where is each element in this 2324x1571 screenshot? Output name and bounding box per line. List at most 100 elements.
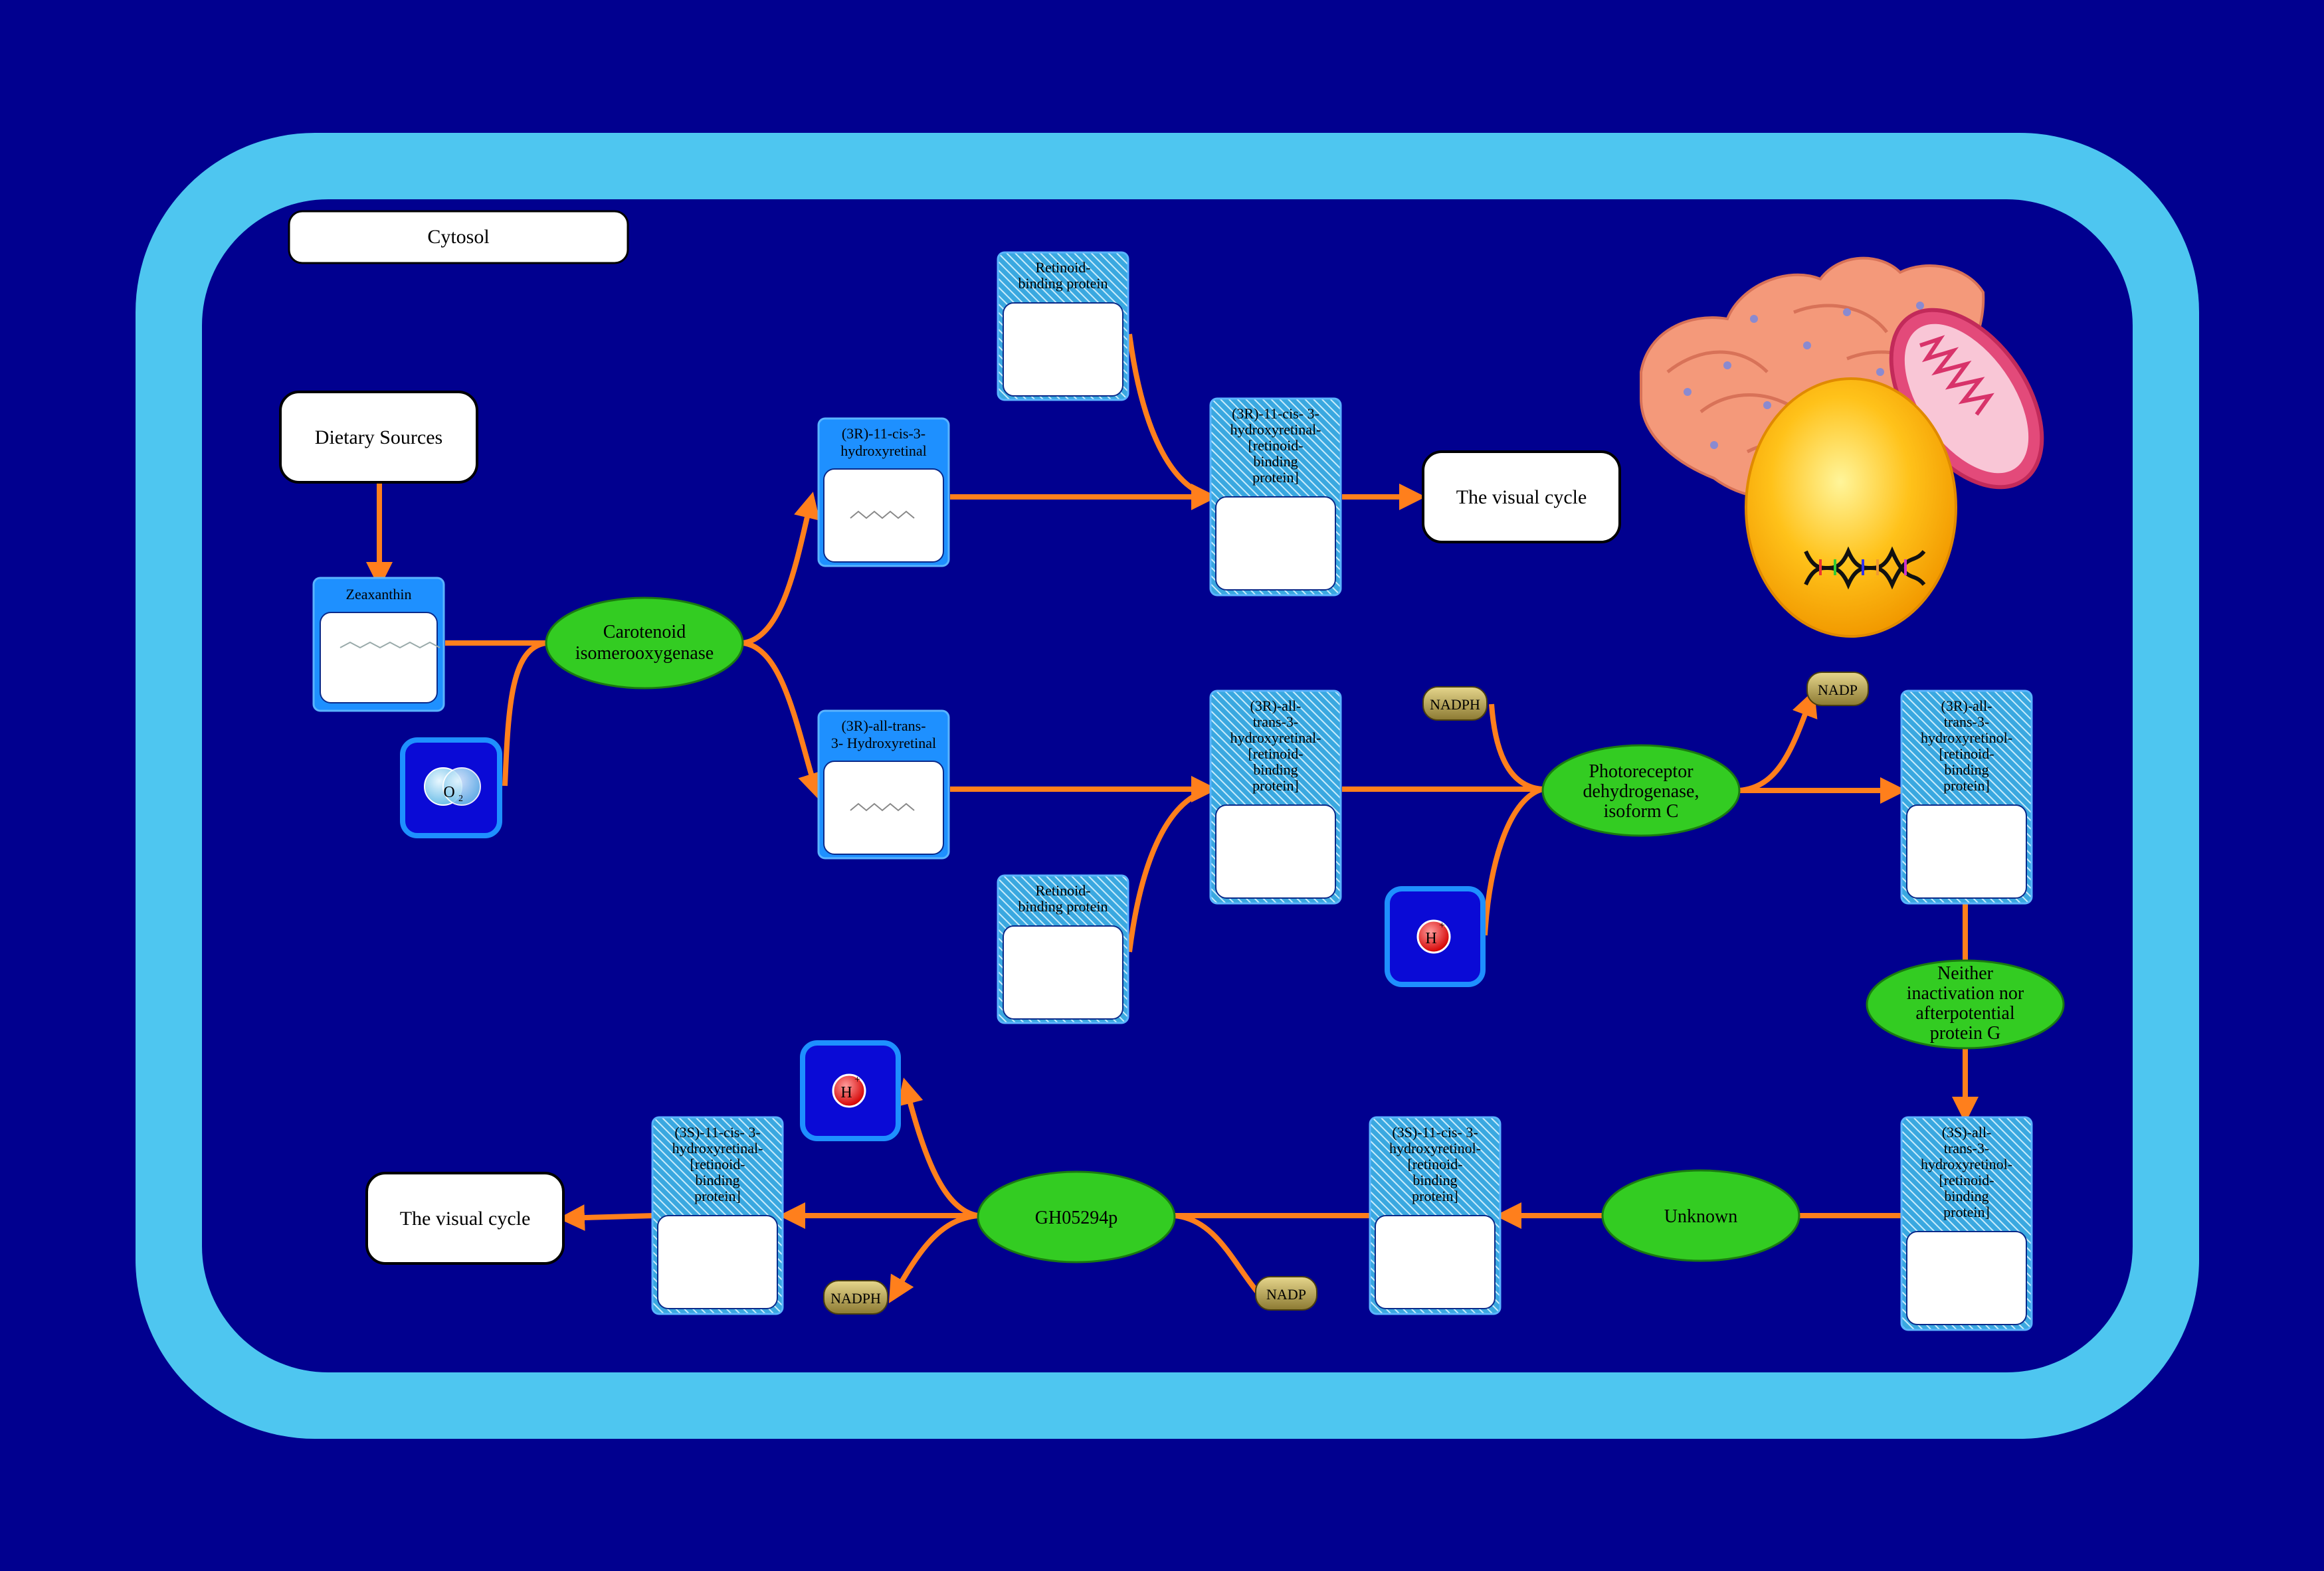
svg-text:(3R)-all-: (3R)-all- [1941,697,1992,714]
arrow-enzyme-to-nadp [1739,690,1818,793]
svg-text:GH05294p: GH05294p [1035,1208,1117,1228]
svg-text:(3S)-11-cis- 3-: (3S)-11-cis- 3- [1392,1124,1478,1141]
svg-text:NADP: NADP [1266,1286,1306,1303]
svg-text:protein]: protein] [1252,777,1299,794]
svg-text:Unknown: Unknown [1664,1206,1737,1227]
svg-text:(3R)-11-cis- 3-: (3R)-11-cis- 3- [1232,405,1319,422]
svg-text:3- Hydroxyretinal: 3- Hydroxyretinal [831,735,936,751]
arrow-s-cis-retinal-to-visual [558,1204,655,1232]
cis-hydroxyretinal-node: (3R)-11-cis-3- hydroxyretinal [817,417,950,567]
svg-text:hydroxyretinol-: hydroxyretinol- [1389,1140,1481,1156]
svg-text:protein]: protein] [1252,469,1299,486]
svg-text:hydroxyretinal-: hydroxyretinal- [1230,729,1321,746]
zeaxanthin-node: Zeaxanthin [312,577,445,712]
svg-text:hydroxyretinal-: hydroxyretinal- [672,1140,763,1156]
o2-node: O 2 [400,737,502,838]
nadph-node-2: NADPH [823,1280,888,1315]
cytosol-label: Cytosol [288,210,629,264]
svg-text:binding protein: binding protein [1018,275,1108,292]
svg-text:H: H [1425,930,1436,947]
svg-text:[retinoid-: [retinoid- [1248,745,1303,762]
svg-text:hydroxyretinal-: hydroxyretinal- [1230,421,1321,438]
svg-text:Photoreceptor: Photoreceptor [1589,761,1694,782]
cis-complex-node: (3R)-11-cis- 3- hydroxyretinal- [retinoi… [1209,397,1342,597]
visual-cycle-top-node: The visual cycle [1422,450,1621,543]
gh05294p-node: GH05294p [977,1170,1176,1263]
svg-text:binding: binding [1412,1172,1457,1188]
photoreceptor-dehydrogenase-node: Photoreceptor dehydrogenase, isoform C [1541,744,1741,837]
arrow-gh-to-h [897,1077,979,1218]
arrow-enzyme-to-cis [742,492,821,646]
carotenoid-isomerooxygenase-node: Carotenoid isomerooxygenase [545,597,744,690]
svg-text:isomerooxygenase: isomerooxygenase [575,643,714,664]
svg-text:[retinoid-: [retinoid- [690,1156,745,1172]
h-ion-node-1: H + [1385,886,1486,987]
svg-text:NADPH: NADPH [830,1290,881,1307]
rbp-bottom-node: Retinoid- binding protein [997,874,1129,1024]
trans-hydroxyretinal-node: (3R)-all-trans- 3- Hydroxyretinal [817,709,950,860]
svg-text:binding: binding [695,1172,739,1188]
rbp-top-node: Retinoid- binding protein [997,251,1129,401]
svg-text:[retinoid-: [retinoid- [1939,745,1994,762]
svg-text:protein]: protein] [1943,1204,1990,1220]
svg-text:Cytosol: Cytosol [427,226,489,248]
proton-icon [1416,919,1451,954]
arrow-gh-to-nadph [888,1213,979,1303]
svg-text:[retinoid-: [retinoid- [1407,1156,1462,1172]
svg-text:NADP: NADP [1818,682,1858,698]
svg-text:Retinoid-: Retinoid- [1035,882,1090,899]
svg-text:Zeaxanthin: Zeaxanthin [346,586,412,602]
svg-text:(3R)-all-trans-: (3R)-all-trans- [841,717,925,734]
svg-text:trans-3-: trans-3- [1253,713,1298,730]
svg-text:Retinoid-: Retinoid- [1035,259,1090,276]
svg-text:binding: binding [1253,761,1298,778]
zeaxanthin-structure-icon [339,641,440,649]
svg-text:(3S)-all-: (3S)-all- [1942,1124,1992,1141]
cis-structure-icon [850,510,915,519]
arrow-rbp-to-cis-complex [1127,333,1213,500]
svg-text:Carotenoid: Carotenoid [603,622,686,642]
dietary-sources-node: Dietary Sources [279,391,478,484]
svg-text:(3R)-all-: (3R)-all- [1250,697,1302,714]
svg-text:H: H [840,1084,852,1101]
arrow-h-to-enzyme [1482,786,1544,936]
svg-text:+: + [854,1074,860,1085]
nadp-node-1: NADP [1806,672,1869,706]
h-ion-node-2: H + [800,1040,901,1141]
s-cis-retinal-complex-node: (3S)-11-cis- 3- hydroxyretinal- [retinoi… [651,1116,784,1315]
visual-cycle-bottom-node: The visual cycle [365,1172,565,1265]
unknown-enzyme-node: Unknown [1601,1169,1800,1262]
arrow-gh-to-nadp [1174,1213,1262,1296]
svg-text:binding: binding [1944,761,1988,778]
ninag-node: Neither inactivation nor afterpotential … [1866,959,2065,1050]
svg-text:+: + [1439,920,1445,931]
svg-text:trans-3-: trans-3- [1944,713,1989,730]
svg-text:2: 2 [458,794,463,804]
svg-text:protein]: protein] [1943,777,1990,794]
svg-text:Neither: Neither [1937,963,1994,984]
svg-text:binding: binding [1944,1188,1988,1204]
svg-text:dehydrogenase,: dehydrogenase, [1583,781,1699,802]
svg-text:afterpotential: afterpotential [1915,1003,2014,1024]
proton-icon [832,1073,866,1108]
arrow-enzyme-to-trans [742,640,824,800]
organelle-illustration [1640,256,2044,638]
svg-text:hydroxyretinol-: hydroxyretinol- [1921,1156,2012,1172]
svg-text:inactivation nor: inactivation nor [1907,983,2024,1004]
svg-text:Dietary Sources: Dietary Sources [315,426,442,448]
svg-text:The visual cycle: The visual cycle [400,1208,531,1230]
svg-text:binding protein: binding protein [1018,898,1108,915]
nadph-node-1: NADPH [1422,686,1488,721]
trans-complex-node: (3R)-all- trans-3- hydroxyretinal- [reti… [1209,690,1342,905]
cytosol-area [202,199,2133,1372]
svg-text:isoform C: isoform C [1604,801,1679,822]
arrow-nadph-to-enzyme [1489,703,1543,792]
nucleus-icon [1745,377,1957,638]
svg-text:hydroxyretinol-: hydroxyretinol- [1921,729,2012,746]
svg-text:The visual cycle: The visual cycle [1456,486,1587,508]
svg-text:binding: binding [1253,453,1298,470]
s-trans-retinol-complex-node: (3S)-all- trans-3- hydroxyretinol- [reti… [1900,1116,2033,1331]
arrow-rbp-to-trans-complex [1127,786,1213,953]
